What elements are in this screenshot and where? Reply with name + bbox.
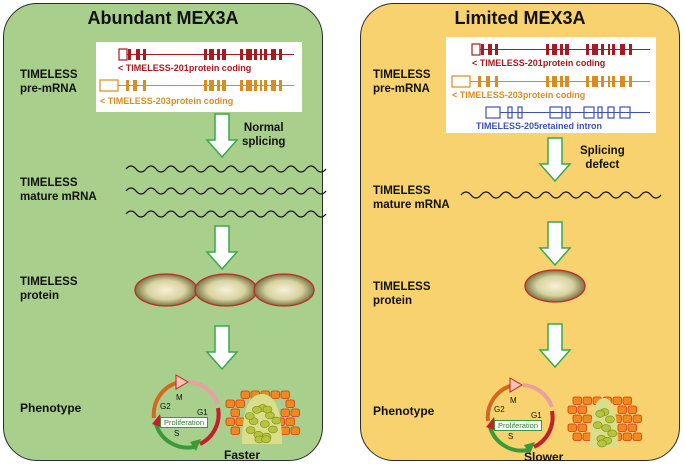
outcome-label: Faster [224, 448, 261, 462]
label-phenotype: Phenotype [373, 404, 435, 418]
down-arrow [538, 323, 572, 369]
tissue-cell [567, 405, 577, 414]
mrna-wave [125, 187, 327, 195]
down-arrow [538, 221, 572, 267]
tissue-cell [622, 414, 632, 423]
tissue-cell [572, 396, 582, 405]
crypt-cell [252, 406, 262, 414]
crypt-cell [607, 429, 618, 438]
transcript-panel: < TIMELESS-201protein coding < TIMELESS-… [446, 37, 656, 133]
tissue-cell [622, 432, 632, 441]
step-label: Normal splicing [242, 122, 286, 148]
tissue-cell [632, 432, 642, 441]
crypt-cell [271, 416, 282, 425]
mrna-wave [125, 165, 327, 173]
mrna-wave [125, 210, 327, 218]
crypt-cell [605, 415, 615, 424]
transcript-panel: < TIMELESS-201protein coding < TIMELESS-… [96, 42, 302, 112]
tissue-cell [582, 396, 592, 405]
tissue-cell [235, 399, 245, 408]
transcript-label-201: < TIMELESS-201protein coding [472, 58, 606, 68]
down-arrow [538, 137, 572, 183]
tissue-cell [627, 423, 637, 432]
phase-m: M [510, 396, 517, 405]
tissue-cell [290, 408, 300, 417]
tissue-cell [627, 405, 637, 414]
panel-limited: Limited MEX3A TIMELESS pre-mRNA TIMELESS… [360, 3, 680, 464]
tissue-cell [632, 414, 642, 423]
label-mature-mrna: TIMELESS mature mRNA [20, 177, 97, 203]
tissue-graphic [225, 390, 300, 444]
phase-g1: G1 [531, 411, 542, 420]
crypt-cell [261, 435, 271, 444]
transcript-structures [451, 43, 650, 119]
crypt-cell [595, 410, 606, 418]
tissue-cell [290, 426, 300, 435]
tissue-cell [577, 405, 587, 414]
right-diagram-graphics [460, 137, 662, 454]
tissue-cell [622, 396, 632, 405]
tissue-cell [280, 408, 290, 417]
phase-g2: G2 [160, 402, 171, 411]
down-arrow [205, 113, 239, 159]
tissue-cell [230, 408, 240, 417]
down-arrow [205, 325, 239, 371]
tissue-cell [280, 426, 290, 435]
label-mature-mrna: TIMELESS mature mRNA [373, 185, 450, 211]
protein-ellipse [253, 273, 315, 307]
label-protein: TIMELESS protein [373, 281, 431, 307]
transcript-label-201: < TIMELESS-201protein coding [118, 63, 252, 73]
label-phenotype: Phenotype [20, 401, 82, 415]
transcript-label-205: TIMELESS-205retained intron [476, 121, 603, 131]
phase-s: S [508, 432, 514, 441]
proliferation-label: Proliferation [494, 420, 543, 431]
crypt-cell [597, 439, 607, 448]
tissue-cell [230, 426, 240, 435]
tissue-cell [582, 414, 592, 423]
label-protein: TIMELESS protein [20, 276, 78, 302]
label-pre-mrna: TIMELESS pre-mRNA [373, 69, 431, 95]
transcript-label-203: < TIMELESS-203protein coding [100, 96, 234, 106]
mrna-wave [460, 191, 662, 199]
cell-cycle-diagram [485, 377, 555, 454]
tissue-cell [270, 390, 280, 399]
tissue-cell [280, 390, 290, 399]
tissue-cell [285, 417, 295, 426]
protein-ellipse [524, 269, 586, 303]
tissue-cell [225, 417, 235, 426]
tissue-cell [572, 414, 582, 423]
crypt-cell [592, 421, 603, 430]
outcome-label: Slower [524, 450, 564, 464]
phase-s: S [174, 429, 180, 438]
crypt-cell [244, 412, 255, 420]
phase-g1: G1 [197, 408, 208, 417]
tissue-graphic [567, 396, 642, 448]
panel-title: Limited MEX3A [454, 8, 586, 28]
crypt-cell [245, 426, 256, 434]
proliferation-label: Proliferation [160, 417, 209, 428]
tissue-cell [612, 396, 622, 405]
tissue-cell [572, 432, 582, 441]
panel-abundant: Abundant MEX3A TIMELESS pre-mRNA TIMELES… [3, 3, 327, 462]
panel-title: Abundant MEX3A [87, 8, 239, 28]
tissue-cell [577, 423, 587, 432]
tissue-cell [567, 423, 577, 432]
phase-g2: G2 [494, 405, 505, 414]
down-arrow [205, 225, 239, 271]
label-pre-mrna: TIMELESS pre-mRNA [20, 69, 78, 95]
crypt-cell [601, 424, 611, 432]
step-label: Splicing defect [580, 145, 625, 171]
tissue-cell [617, 423, 627, 432]
phase-m: M [176, 393, 183, 402]
crypt-cell [262, 405, 273, 414]
tissue-cell [617, 405, 627, 414]
crypt-cell [268, 425, 278, 434]
tissue-cell [240, 390, 250, 399]
tissue-cell [225, 399, 235, 408]
transcript-label-203: < TIMELESS-203protein coding [452, 90, 586, 100]
tissue-cell [285, 399, 295, 408]
crypt-cell [260, 420, 270, 428]
transcript-structures [99, 48, 294, 92]
